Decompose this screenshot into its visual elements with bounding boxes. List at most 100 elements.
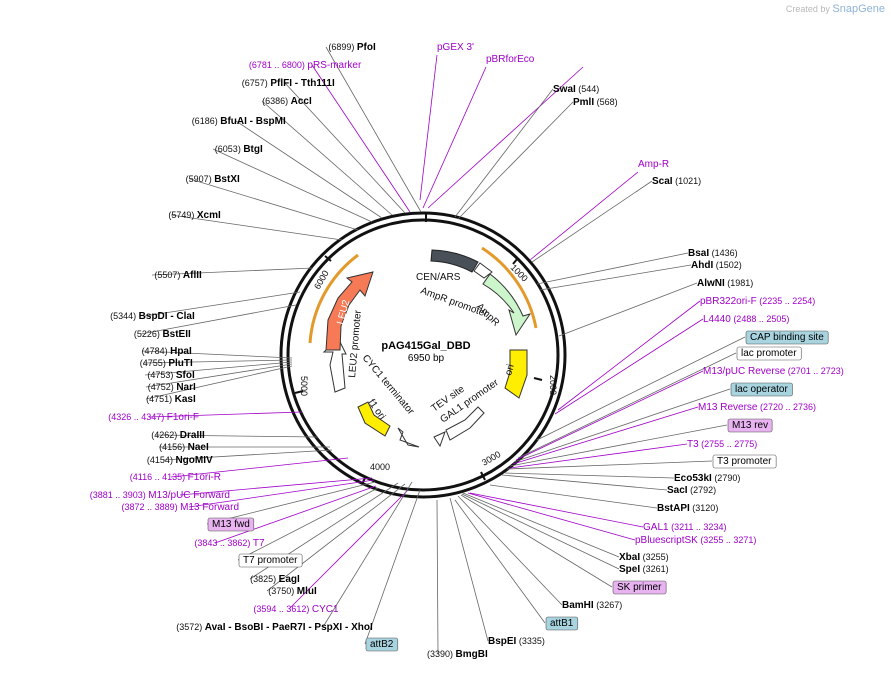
- site-name: T7 promoter: [243, 555, 298, 566]
- site-label-bsai[interactable]: BsaI (1436): [688, 248, 738, 259]
- site-label-m13-rev[interactable]: M13 rev: [727, 418, 773, 433]
- site-label-aflii[interactable]: (5507) AflII: [154, 270, 202, 281]
- site-position: (4326 .. 4347): [108, 412, 167, 422]
- site-label-attb1[interactable]: attB1: [545, 616, 579, 631]
- site-label-amp-r[interactable]: Amp-R: [638, 159, 669, 170]
- site-label-m13-reverse[interactable]: M13 Reverse (2720 .. 2736): [698, 402, 816, 413]
- site-name: PmlI: [573, 97, 594, 108]
- svg-text:SwaI (544): SwaI (544): [553, 84, 599, 95]
- site-label-t3-promoter[interactable]: T3 promoter: [712, 454, 777, 469]
- leader-attb2-33: [364, 489, 421, 645]
- site-name: PfoI: [357, 42, 376, 53]
- site-label-lac-operator[interactable]: lac operator: [730, 382, 793, 397]
- site-label-pbrforeco[interactable]: pBRforEco: [486, 54, 535, 65]
- site-label-t7[interactable]: (3843 .. 3862) T7: [194, 538, 265, 549]
- site-name: SpeI: [619, 564, 640, 575]
- site-label-swai[interactable]: SwaI (544): [553, 84, 599, 95]
- site-name: BstEII: [162, 329, 191, 340]
- site-label-bsteii[interactable]: (5226) BstEII: [134, 329, 191, 340]
- site-position: (3255): [640, 552, 669, 562]
- site-label-btgi[interactable]: (6053) BtgI: [215, 144, 263, 155]
- site-label-spei[interactable]: SpeI (3261): [619, 564, 669, 575]
- site-label-pbluescriptsk[interactable]: pBluescriptSK (3255 .. 3271): [635, 535, 756, 546]
- svg-text:PmlI (568): PmlI (568): [573, 97, 618, 108]
- svg-text:(3750) MluI: (3750) MluI: [268, 586, 317, 597]
- site-label-cap-binding-site[interactable]: CAP binding site: [745, 330, 829, 345]
- site-label-scai[interactable]: ScaI (1021): [652, 176, 701, 187]
- site-label-pmli[interactable]: PmlI (568): [573, 97, 618, 108]
- svg-text:(5749) XcmI: (5749) XcmI: [168, 210, 221, 221]
- site-label-cyc1[interactable]: (3594 .. 3612) CYC1: [253, 604, 339, 615]
- site-label-saci[interactable]: SacI (2792): [667, 485, 716, 496]
- site-label-avai-bsobi-paer7i-pspxi-xhoi[interactable]: (3572) AvaI - BsoBI - PaeR7I - PspXI - X…: [176, 622, 373, 633]
- site-label-bstapi[interactable]: BstAPI (3120): [657, 503, 718, 514]
- site-label-pgex-3[interactable]: pGEX 3': [437, 42, 474, 53]
- site-label-t3[interactable]: T3 (2755 .. 2775): [687, 439, 757, 450]
- site-label-ngomiv[interactable]: (4154) NgoMIV: [147, 455, 213, 466]
- site-label-hpai[interactable]: (4784) HpaI: [142, 346, 192, 357]
- site-label-t7-promoter[interactable]: T7 promoter: [238, 553, 303, 568]
- site-label-alwni[interactable]: AlwNI (1981): [697, 278, 753, 289]
- site-name: pBR322ori-F: [700, 296, 757, 307]
- site-label-eco53ki[interactable]: Eco53kI (2790): [674, 473, 740, 484]
- site-name: T7: [253, 538, 265, 549]
- site-label-prs-marker[interactable]: (6781 .. 6800) pRS-marker: [249, 60, 362, 71]
- leader-t3-promoter-46: [506, 460, 713, 470]
- leader-ahdi-57: [539, 264, 692, 291]
- site-label-bfuai-bspmi[interactable]: (6186) BfuAI - BspMI: [192, 116, 286, 127]
- site-label-m13-forward[interactable]: (3872 .. 3889) M13 Forward: [122, 502, 239, 513]
- site-position: (4262): [151, 430, 180, 440]
- site-label-kasi[interactable]: (4751) KasI: [146, 394, 196, 405]
- site-label-f1ori-r[interactable]: (4116 .. 4135) F1ori-R: [130, 472, 221, 483]
- site-name: M13 rev: [732, 420, 768, 431]
- site-label-bspei[interactable]: BspEI (3335): [488, 636, 545, 647]
- site-label-pfoi[interactable]: (6899) PfoI: [328, 42, 376, 53]
- site-label-bspdi-clai[interactable]: (5344) BspDI - ClaI: [110, 311, 195, 322]
- site-label-pflfi-tth111i[interactable]: (6757) PflFI - Tth111I: [242, 78, 335, 89]
- site-label-eagi[interactable]: (3825) EagI: [250, 574, 300, 585]
- site-label-lac-promoter[interactable]: lac promoter: [736, 346, 802, 361]
- site-label-m13-puc-reverse[interactable]: M13/pUC Reverse (2701 .. 2723): [703, 366, 844, 377]
- site-label-pbr322ori-f[interactable]: pBR322ori-F (2235 .. 2254): [700, 296, 815, 307]
- site-position: (3872 .. 3889): [122, 502, 181, 512]
- site-box: [612, 580, 667, 595]
- site-label-m13-puc-forward[interactable]: (3881 .. 3903) M13/pUC Forward: [90, 490, 230, 501]
- site-name: BstAPI: [657, 503, 690, 514]
- site-label-f1ori-f[interactable]: (4326 .. 4347) F1ori-F: [108, 412, 199, 423]
- site-label-nari[interactable]: (4752) NarI: [148, 382, 196, 393]
- site-box: [745, 330, 829, 345]
- leader-lac-operator-50: [513, 388, 731, 463]
- site-name: DraIII: [180, 430, 205, 441]
- site-position: (3335): [516, 636, 545, 646]
- site-label-bstxi[interactable]: (5907) BstXI: [186, 174, 240, 185]
- site-label-bamhi[interactable]: BamHI (3267): [562, 600, 622, 611]
- site-name: ScaI: [652, 176, 673, 187]
- site-label-l4440[interactable]: L4440 (2488 .. 2505): [703, 314, 789, 325]
- site-position: (2790): [712, 473, 741, 483]
- leader-pflfi-tth111i-5: [284, 82, 406, 214]
- site-label-acci[interactable]: (6386) AccI: [262, 96, 312, 107]
- site-label-mlui[interactable]: (3750) MluI: [268, 586, 317, 597]
- site-label-attb2[interactable]: attB2: [365, 637, 399, 652]
- site-position: (5344): [110, 311, 139, 321]
- site-name: pBluescriptSK: [635, 535, 698, 546]
- svg-text:M13 Reverse (2720 .. 2736): M13 Reverse (2720 .. 2736): [698, 402, 816, 413]
- site-label-m13-fwd[interactable]: M13 fwd: [207, 517, 255, 532]
- site-position: (1436): [709, 248, 738, 258]
- site-label-naei[interactable]: (4156) NaeI: [159, 442, 209, 453]
- site-label-gal1[interactable]: GAL1 (3211 .. 3234): [643, 522, 726, 533]
- leader-t7-27: [214, 485, 377, 544]
- site-label-sfoi[interactable]: (4753) SfoI: [147, 370, 195, 381]
- leader-bstapi-43: [489, 484, 658, 509]
- site-label-bmgbi[interactable]: (3390) BmgBI: [427, 649, 488, 660]
- site-label-xbai[interactable]: XbaI (3255): [619, 552, 669, 563]
- site-label-ahdi[interactable]: AhdI (1502): [691, 260, 742, 271]
- svg-text:BstAPI (3120): BstAPI (3120): [657, 503, 718, 514]
- site-label-sk-primer[interactable]: SK primer: [612, 580, 667, 595]
- site-position: (1981): [725, 278, 754, 288]
- leader-swai-62: [454, 88, 554, 218]
- site-label-pluti[interactable]: (4755) PluTI: [140, 358, 193, 369]
- site-label-draiii[interactable]: (4262) DraIII: [151, 430, 205, 441]
- site-box: [545, 616, 579, 631]
- site-label-xcmi[interactable]: (5749) XcmI: [168, 210, 221, 221]
